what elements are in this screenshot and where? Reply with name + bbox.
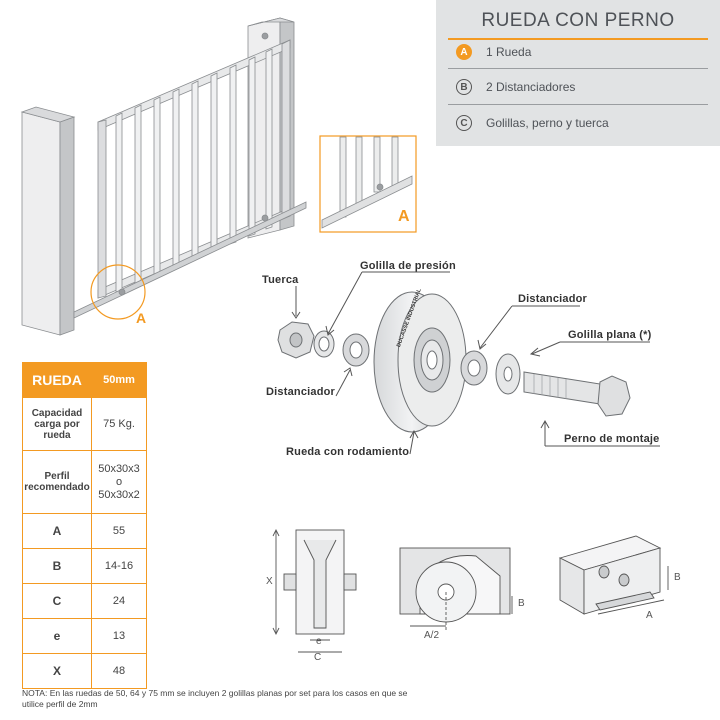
header-panel: RUEDA CON PERNO A 1 Rueda B 2 Distanciad… (436, 0, 720, 146)
header-item-a: A 1 Rueda (456, 42, 531, 62)
table-row-value: 24 (91, 583, 147, 619)
header-item-b: B 2 Distanciadores (456, 77, 575, 97)
letter-badge-b: B (456, 79, 472, 95)
letter-badge-c: C (456, 115, 472, 131)
footnote: NOTA: En las ruedas de 50, 64 y 75 mm se… (22, 688, 408, 709)
header-item-c: C Golillas, perno y tuerca (456, 113, 609, 133)
header-item-text: Golillas, perno y tuerca (486, 116, 609, 130)
profile-view (558, 535, 669, 615)
exploded-view (277, 291, 631, 433)
dim-front-e: e (316, 636, 322, 647)
label-tuerca: Tuerca (262, 274, 299, 286)
header-divider-accent (448, 38, 708, 40)
zoom-callout-a: A (398, 208, 410, 225)
table-row: Perfil recomendado 50x30x3 o 50x30x2 (22, 450, 147, 514)
table-row-label: Perfil recomendado (22, 450, 92, 514)
table-row-value: 50x30x3 o 50x30x2 (91, 450, 147, 514)
table-row: C 24 (22, 583, 147, 619)
table-row-label: e (22, 618, 92, 654)
dim-profile-b: B (674, 572, 681, 583)
table-row-value: 55 (91, 513, 147, 549)
side-view (399, 547, 513, 630)
dim-side-b: B (518, 598, 525, 609)
header-divider (448, 68, 708, 69)
dim-front-c: C (314, 652, 322, 663)
label-distanciador-left: Distanciador (266, 386, 336, 398)
table-row: X 48 (22, 653, 147, 689)
table-row: Capacidad carga por rueda 75 Kg. (22, 397, 147, 451)
gate-highlight-circle (90, 264, 146, 320)
table-row-value: 14-16 (91, 548, 147, 584)
table-row: e 13 (22, 618, 147, 654)
header-divider (448, 104, 708, 105)
table-header-row: RUEDA 50mm (22, 362, 147, 398)
front-view (272, 528, 357, 653)
table-row-label: A (22, 513, 92, 549)
table-row-value: 13 (91, 618, 147, 654)
table-row: A 55 (22, 513, 147, 549)
table-row-label: Capacidad carga por rueda (22, 397, 92, 451)
label-golilla-presion: Golilla de presión (360, 260, 456, 272)
label-golilla-plana: Golilla plana (*) (568, 329, 652, 341)
table-row-label: X (22, 653, 92, 689)
label-distanciador-right: Distanciador (518, 293, 588, 305)
gate-callout-a: A (136, 310, 147, 326)
dim-profile-a: A (646, 610, 653, 621)
leader-lines (291, 271, 660, 455)
table-header-value: 50mm (91, 362, 147, 398)
table-header-label: RUEDA (22, 362, 92, 398)
label-rueda: Rueda con rodamiento (286, 446, 410, 458)
spec-table: RUEDA 50mm Capacidad carga por rueda 75 … (22, 362, 147, 689)
table-row-value: 75 Kg. (91, 397, 147, 451)
header-title: RUEDA CON PERNO (481, 10, 675, 31)
letter-badge-a: A (456, 44, 472, 60)
table-row-label: B (22, 548, 92, 584)
table-row-value: 48 (91, 653, 147, 689)
zoom-box (319, 135, 417, 233)
gate-illustration (20, 17, 307, 336)
dim-side-a2: A/2 (424, 630, 440, 641)
table-row-label: C (22, 583, 92, 619)
header-item-text: 2 Distanciadores (486, 80, 576, 94)
table-row: B 14-16 (22, 548, 147, 584)
dim-front-x: X (266, 576, 273, 587)
header-item-text: 1 Rueda (486, 45, 532, 59)
label-perno: Perno de montaje (564, 433, 660, 445)
